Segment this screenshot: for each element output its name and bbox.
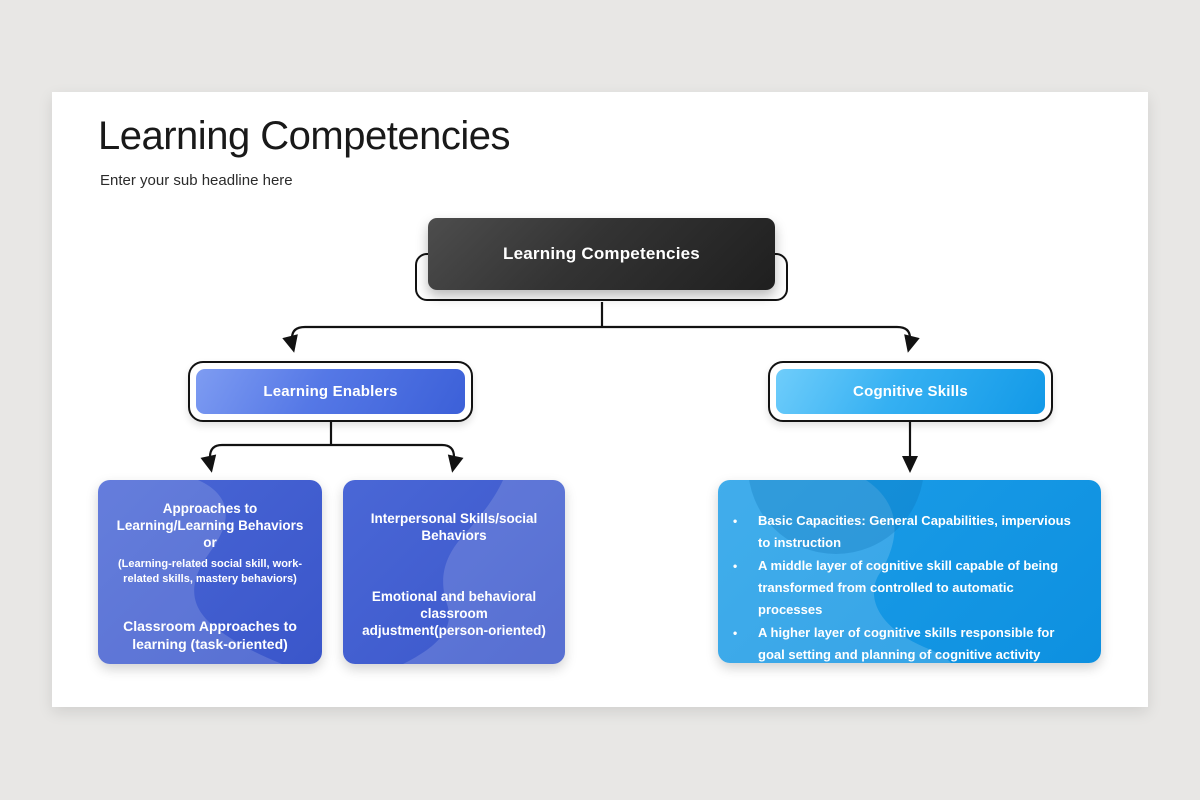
branch-node-learning-enablers: Learning Enablers bbox=[188, 361, 473, 422]
branch-right-label: Cognitive Skills bbox=[853, 383, 968, 400]
arrowhead-to-right-branch bbox=[904, 334, 920, 353]
leaf-text: Classroom Approaches to bbox=[123, 618, 297, 634]
bullet-list: Basic Capacities: General Capabilities, … bbox=[733, 510, 1077, 663]
connector-left-branch bbox=[208, 443, 456, 458]
root-node: Learning Competencies bbox=[428, 218, 775, 290]
branch-node-cognitive-skills: Cognitive Skills bbox=[768, 361, 1053, 422]
branch-node-fill: Cognitive Skills bbox=[776, 369, 1045, 414]
leaf-text: adjustment(person-oriented) bbox=[362, 623, 546, 638]
flowchart-connectors bbox=[200, 302, 920, 473]
root-node-label: Learning Competencies bbox=[503, 244, 700, 263]
arrowhead-to-left-branch bbox=[282, 334, 298, 353]
leaf-text-small: (Learning-related social skill, work- bbox=[118, 558, 302, 570]
branch-node-fill: Learning Enablers bbox=[196, 369, 465, 414]
presentation-slide: Learning Competencies Enter your sub hea… bbox=[52, 92, 1148, 707]
branch-left-label: Learning Enablers bbox=[263, 383, 398, 400]
connector-root-branch bbox=[290, 325, 912, 339]
blob-decoration bbox=[98, 480, 282, 664]
leaf-text: Emotional and behavioral bbox=[371, 589, 537, 604]
arrowhead-to-leaf-right bbox=[902, 456, 918, 473]
page-title: Learning Competencies bbox=[98, 114, 510, 158]
leaf-text: learning (task-oriented) bbox=[132, 636, 288, 652]
bullet-item: Basic Capacities: General Capabilities, … bbox=[733, 510, 1077, 554]
leaf-text: Learning/Learning Behaviors bbox=[116, 518, 304, 533]
page-subtitle: Enter your sub headline here bbox=[100, 172, 293, 189]
arrowhead-to-leaf-middle bbox=[447, 454, 464, 473]
blob-decoration bbox=[403, 480, 565, 664]
leaf-text: Behaviors bbox=[421, 528, 487, 543]
leaf-card-cognitive: Basic Capacities: General Capabilities, … bbox=[718, 480, 1101, 663]
leaf-text: Approaches to bbox=[162, 501, 258, 516]
arrowhead-to-leaf-left bbox=[200, 454, 217, 473]
bullet-item: A higher layer of cognitive skills respo… bbox=[733, 622, 1077, 663]
leaf-text-small: related skills, mastery behaviors) bbox=[123, 573, 297, 585]
bullet-item: A middle layer of cognitive skill capabl… bbox=[733, 555, 1077, 621]
leaf-card-approaches: Approaches to Learning/Learning Behavior… bbox=[98, 480, 322, 664]
leaf-card-interpersonal: Interpersonal Skills/social Behaviors Em… bbox=[343, 480, 565, 664]
leaf-text: Interpersonal Skills/social bbox=[370, 511, 538, 526]
leaf-text: or bbox=[203, 535, 217, 550]
leaf-text: classroom bbox=[420, 606, 488, 621]
